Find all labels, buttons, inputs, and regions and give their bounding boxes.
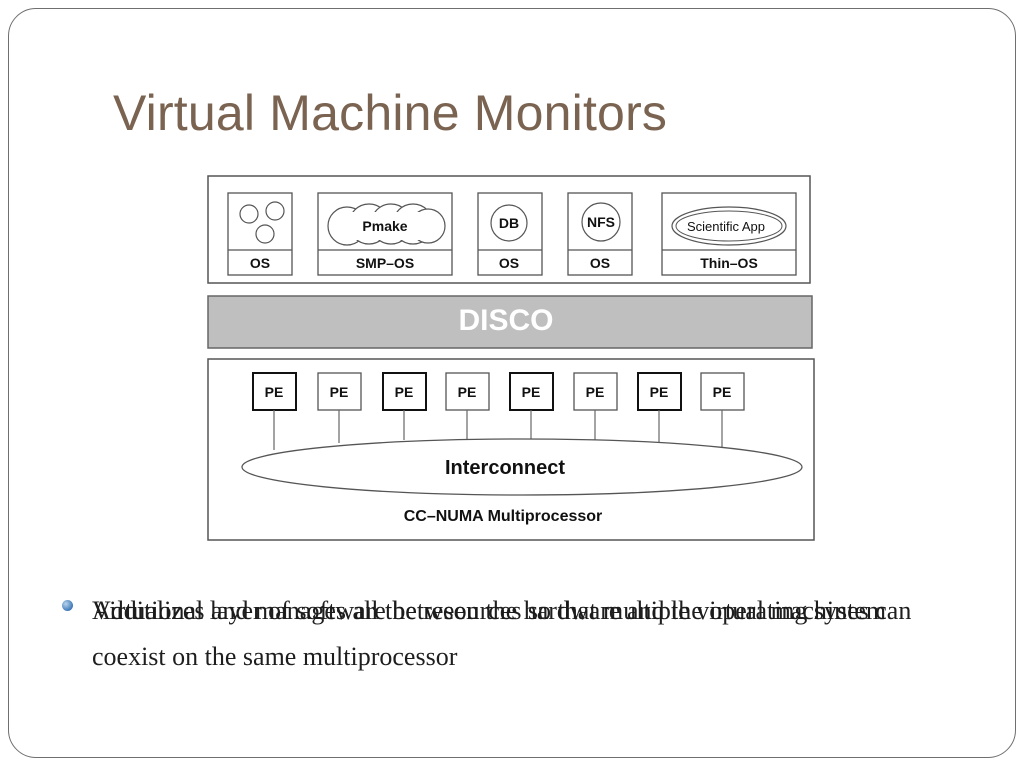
vm-os-label: SMP–OS <box>356 255 414 271</box>
bullet-text-a: Additional layer of software between the… <box>92 596 887 625</box>
vm-box-2: Pmake SMP–OS <box>317 192 453 276</box>
pe-box <box>317 372 362 411</box>
slide-title: Virtual Machine Monitors <box>113 85 668 141</box>
interconnect-label: Interconnect <box>445 457 565 479</box>
interconnect-ellipse <box>241 438 803 496</box>
pe-label: PE <box>586 384 605 400</box>
pe-label: PE <box>522 384 541 400</box>
vm-os-label: OS <box>590 255 610 271</box>
process-circle-icon <box>239 204 259 224</box>
pe-box <box>382 372 427 411</box>
vm-app-label: NFS <box>587 214 615 230</box>
vm-box-1: OS <box>227 192 293 276</box>
pe-label: PE <box>330 384 349 400</box>
pe-box <box>573 372 618 411</box>
pe-label: PE <box>395 384 414 400</box>
pe-group: PE PE PE PE PE PE PE PE <box>252 372 745 411</box>
bullet-text-b: Virtualizes and manages all the resource… <box>92 596 912 671</box>
pe-box <box>637 372 682 411</box>
vm-app-label: Pmake <box>362 218 407 234</box>
pe-box <box>509 372 554 411</box>
process-circle-icon <box>490 204 528 242</box>
monitor-label: DISCO <box>458 304 553 337</box>
pe-label: PE <box>713 384 732 400</box>
vm-box-4: NFS OS <box>567 192 633 276</box>
pe-connectors <box>273 410 723 450</box>
vm-box-5: Scientific App Thin–OS <box>661 192 797 276</box>
process-circle-icon <box>581 202 621 242</box>
process-circle-icon <box>255 224 275 244</box>
vm-os-label: Thin–OS <box>700 255 758 271</box>
vm-app-label: Scientific App <box>687 219 765 234</box>
vm-app-label: DB <box>499 215 519 231</box>
monitor-layer <box>207 295 813 349</box>
vm-os-label: OS <box>499 255 519 271</box>
pe-box <box>445 372 490 411</box>
pe-label: PE <box>458 384 477 400</box>
machine-label: CC–NUMA Multiprocessor <box>404 508 603 525</box>
pe-label: PE <box>265 384 284 400</box>
vm-os-label: OS <box>250 255 270 271</box>
process-circle-icon <box>265 201 285 221</box>
bullet-dot-icon <box>62 600 73 611</box>
pe-box <box>700 372 745 411</box>
vm-box-3: DB OS <box>477 192 543 276</box>
pe-label: PE <box>650 384 669 400</box>
